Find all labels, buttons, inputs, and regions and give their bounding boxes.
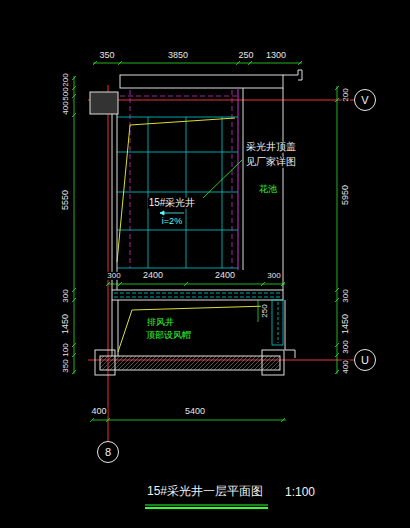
dimension-text: 1300 <box>265 51 287 60</box>
note-text: 排风井 <box>146 318 175 327</box>
dimension-text: 2400 <box>214 271 236 280</box>
dimension-text: 3850 <box>167 51 189 60</box>
dimension-text: 5550 <box>61 189 70 211</box>
slope-text: i=2% <box>161 217 183 226</box>
axis-label: 8 <box>105 447 111 458</box>
dimension-text: 300 <box>266 272 281 280</box>
walls <box>90 70 302 375</box>
plan-title: 15#采光井一层平面图 <box>146 485 264 498</box>
axis-bubble: V <box>354 89 376 111</box>
dimension-text: 350 <box>62 358 70 373</box>
glass-grid <box>117 117 238 268</box>
grating <box>114 293 283 345</box>
dimension-text: 1450 <box>61 313 70 335</box>
dimension-text: 2400 <box>142 271 164 280</box>
note-text: 顶部设风帽 <box>145 331 192 340</box>
dimension-text: 300 <box>106 272 121 280</box>
dimension-text: 400 <box>62 100 70 115</box>
dimension-text: 5950 <box>341 184 350 206</box>
title-underline <box>145 505 268 508</box>
axis-label: V <box>361 95 368 106</box>
dimension-text: 300 <box>342 339 350 354</box>
dimension-text: 5400 <box>184 407 206 416</box>
note-text: 花池 <box>258 185 278 194</box>
axis-label: U <box>361 355 369 366</box>
scale-text: 1:100 <box>284 486 316 499</box>
note-text: 见厂家详图 <box>245 157 297 168</box>
dimension-text: 1450 <box>341 313 350 335</box>
dimension-lines <box>72 61 339 422</box>
note-text: 采光井顶盖 <box>245 142 297 153</box>
dimension-text: 300 <box>62 288 70 303</box>
axis-bubble: 8 <box>97 441 119 463</box>
axis-bubble: U <box>354 349 376 371</box>
dimension-text: 400 <box>342 359 350 374</box>
axis-lines <box>88 85 354 441</box>
dimension-text: 300 <box>342 288 350 303</box>
dimension-text: 350 <box>98 51 115 60</box>
slope-lines <box>117 118 268 352</box>
shaft-name: 15#采光井 <box>148 198 197 209</box>
dimension-text: 100 <box>62 342 70 357</box>
dimension-text: 200 <box>342 87 350 102</box>
dimension-text: 400 <box>90 407 107 416</box>
dimension-text: 250 <box>237 51 254 60</box>
dimension-text: 250 <box>261 303 269 318</box>
